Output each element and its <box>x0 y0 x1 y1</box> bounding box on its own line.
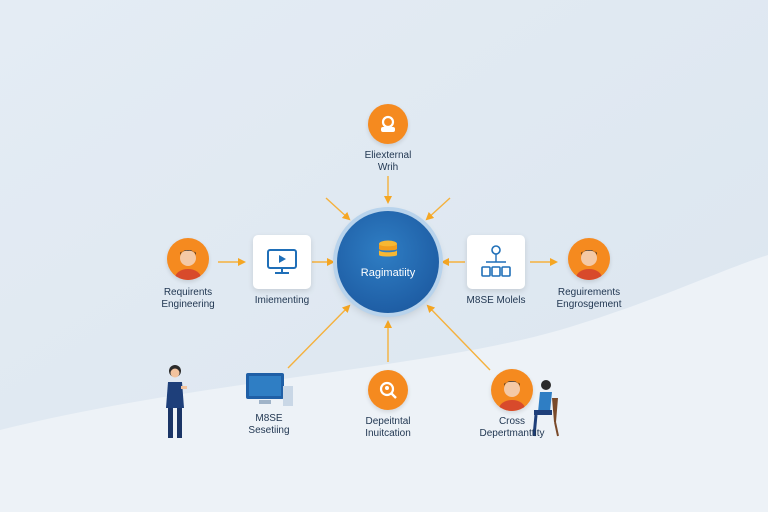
mbse-models-label: M8SE Molels <box>466 295 526 306</box>
person-avatar-icon <box>499 381 525 411</box>
central-hub[interactable]: Ragimatiity <box>337 211 439 313</box>
departmental-node[interactable] <box>368 370 408 410</box>
req-left-label: Requirents Engineering <box>161 287 215 310</box>
arrow-diag-upper-left <box>325 197 351 221</box>
implementing-card[interactable] <box>253 235 311 289</box>
database-stack-icon <box>379 240 397 257</box>
model-blocks-icon <box>481 245 511 277</box>
user-icon <box>381 115 395 132</box>
departmental-label: Depeitntal Inuitcation <box>365 416 411 439</box>
computer-icon[interactable] <box>245 372 295 408</box>
user-search-icon <box>379 381 397 399</box>
monitor-icon <box>267 249 297 274</box>
external-node[interactable] <box>368 104 408 144</box>
cross-dept-label: Cross Depertmanttity <box>479 416 545 439</box>
mbse-setting-label: M8SE Sesetiing <box>248 413 290 436</box>
mbse-models-card[interactable] <box>467 235 525 289</box>
hub-label: Ragimatiity <box>360 267 416 279</box>
req-right-avatar[interactable] <box>568 238 610 280</box>
arrow-cross-dept <box>426 304 491 371</box>
person-avatar-icon <box>576 250 602 280</box>
req-right-label: Reguirements Engrosgement <box>556 287 622 310</box>
implementing-label: Imiementing <box>254 295 310 306</box>
arrow-diag-upper-right <box>425 197 451 221</box>
req-left-avatar[interactable] <box>167 238 209 280</box>
seated-person-icon <box>532 380 559 437</box>
person-avatar-icon <box>175 250 201 280</box>
standing-person-icon <box>166 365 187 438</box>
cross-dept-avatar[interactable] <box>491 369 533 411</box>
arrow-mbse-setting <box>287 304 351 369</box>
external-label: Eliexternal Wrih <box>364 150 412 173</box>
